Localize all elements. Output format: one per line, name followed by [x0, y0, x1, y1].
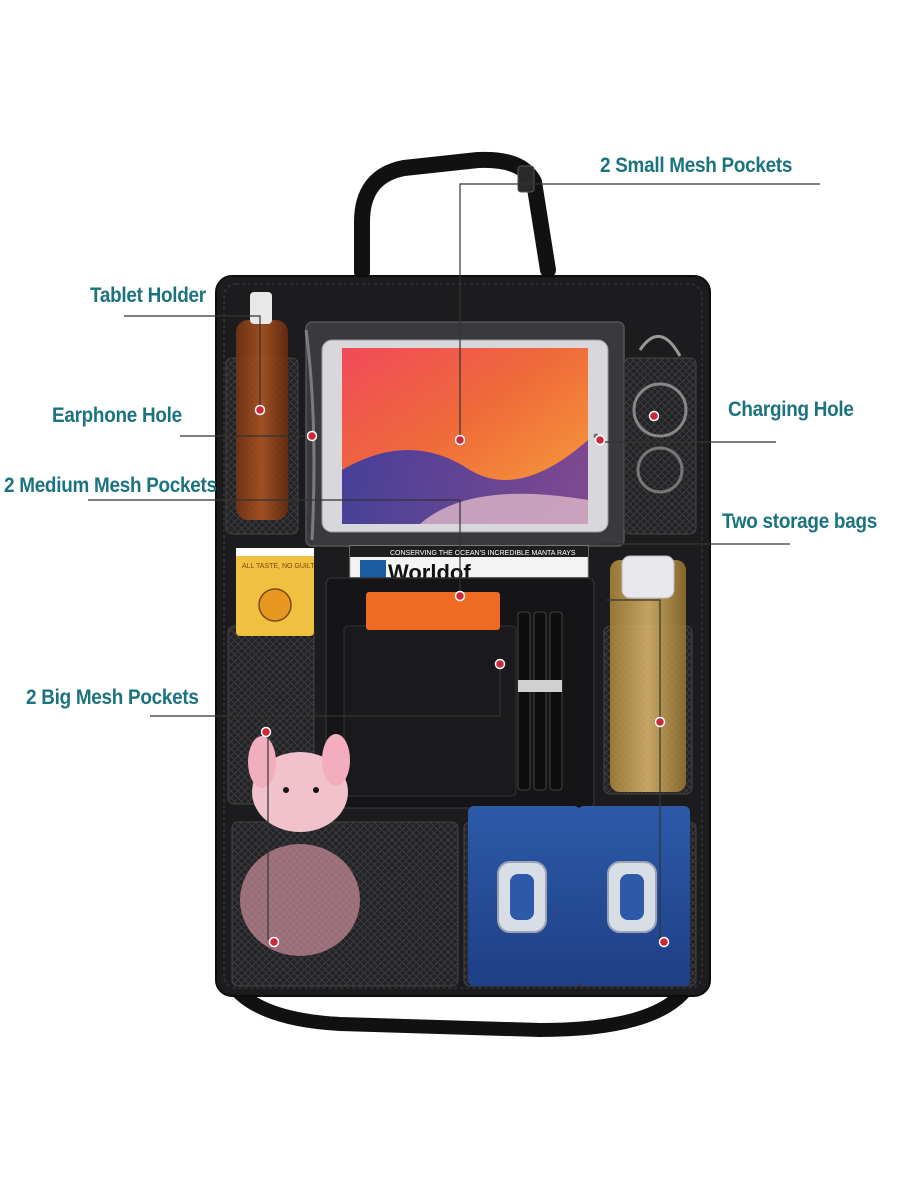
label-big-mesh-pockets: 2 Big Mesh Pockets: [26, 686, 199, 709]
strap-buckle: [517, 165, 535, 193]
label-earphone-hole: Earphone Hole: [52, 404, 182, 427]
label-tablet-holder: Tablet Holder: [90, 284, 206, 307]
orange-card: [366, 592, 500, 630]
cup-slogan: ALL TASTE, NO GUILT: [242, 563, 315, 570]
leader-small-mesh: [459, 183, 820, 440]
label-charging-hole: Charging Hole: [728, 398, 854, 421]
pen: [517, 611, 531, 791]
small-mesh-pocket-right: [623, 357, 697, 535]
magazine-banner: CONSERVING THE OCEAN'S INCREDIBLE MANTA …: [390, 550, 576, 557]
leader-big-mesh: [150, 664, 501, 717]
label-small-mesh-pockets: 2 Small Mesh Pockets: [600, 154, 793, 177]
spray-can: [610, 560, 686, 792]
label-medium-mesh-pockets: 2 Medium Mesh Pockets: [4, 474, 217, 497]
leader-medium-mesh: [88, 499, 461, 594]
label-two-storage-bags: Two storage bags: [722, 510, 877, 533]
leader-can: [606, 599, 661, 720]
leader-lines: [88, 183, 820, 940]
bottle: [236, 320, 288, 520]
storage-bag-inner: [343, 625, 517, 797]
leader-tablet: [124, 315, 261, 410]
callout-dots: [254, 404, 670, 948]
